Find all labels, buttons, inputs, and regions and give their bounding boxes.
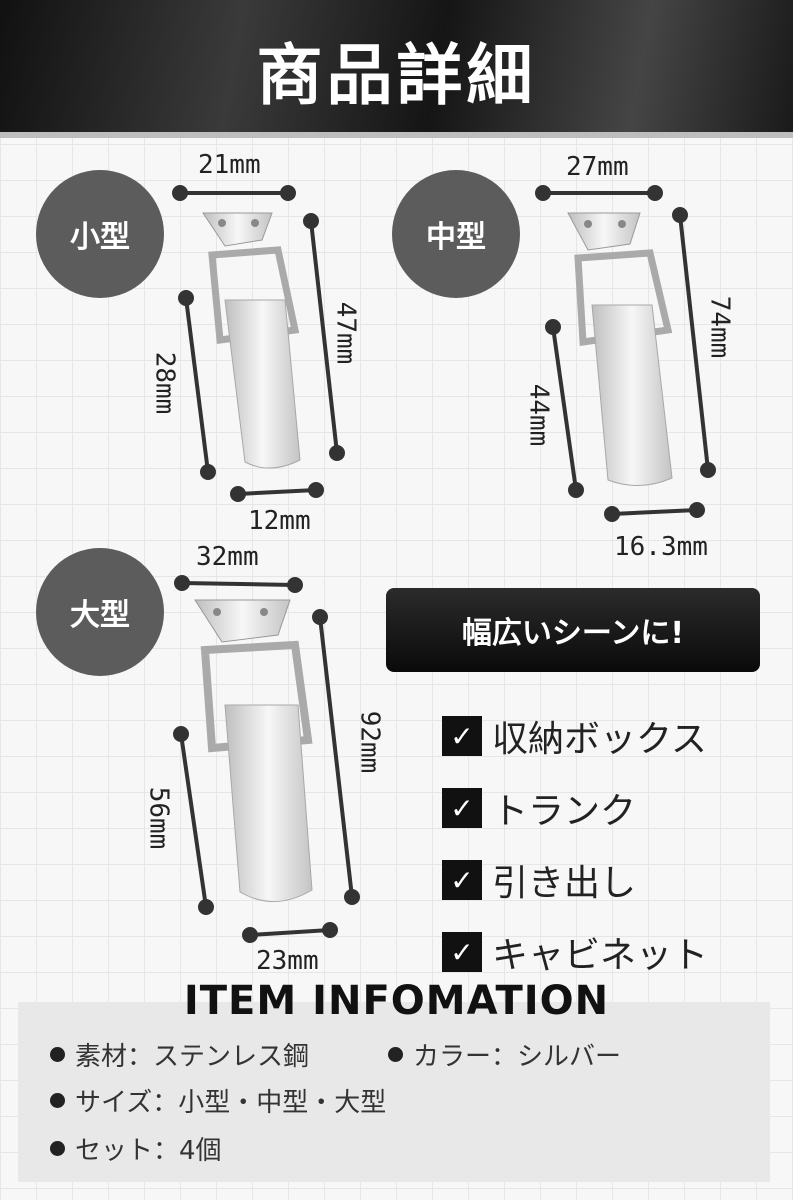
- scenes-banner: 幅広いシーンに!: [386, 588, 760, 672]
- bullet-icon: [50, 1141, 65, 1156]
- medium-height-body: 44mm: [523, 383, 554, 447]
- large-width-bottom: 23mm: [256, 946, 319, 976]
- usage-item: ✓ トランク: [442, 772, 708, 844]
- bullet-icon: [50, 1093, 65, 1108]
- bullet-icon: [388, 1047, 403, 1062]
- medium-height-total: 74mm: [704, 295, 735, 359]
- info-material: 素材：ステンレス鋼: [50, 1036, 309, 1073]
- usage-label: トランク: [492, 791, 637, 832]
- small-latch-image: [202, 212, 301, 469]
- medium-latch-image: [567, 212, 673, 487]
- info-size: サイズ：小型・中型・大型: [50, 1082, 386, 1119]
- info-color-text: カラー：シルバー: [413, 1042, 622, 1072]
- small-height-body: 28mm: [149, 351, 180, 415]
- small-width-top: 21mm: [198, 150, 261, 180]
- usage-label: 引き出し: [492, 863, 637, 904]
- small-height-total: 47mm: [330, 301, 361, 365]
- medium-width-top: 27mm: [566, 152, 629, 182]
- checkmark-icon: ✓: [442, 716, 482, 756]
- large-width-top: 32mm: [196, 542, 259, 572]
- medium-dimension-lines: [535, 185, 716, 522]
- checkmark-icon: ✓: [442, 860, 482, 900]
- checkmark-icon: ✓: [442, 932, 482, 972]
- info-color: カラー：シルバー: [388, 1036, 621, 1073]
- page-title: 商品詳細: [256, 37, 537, 114]
- large-latch-image: [194, 599, 313, 902]
- size-badge-medium: 中型: [392, 170, 520, 298]
- small-dimension-lines: [172, 185, 345, 502]
- latch-illustrations: [172, 185, 716, 943]
- usage-list: ✓ 収納ボックス ✓ トランク ✓ 引き出し ✓ キャビネット: [442, 700, 708, 988]
- checkmark-icon: ✓: [442, 788, 482, 828]
- usage-item: ✓ キャビネット: [442, 916, 708, 988]
- info-material-text: 素材：ステンレス鋼: [75, 1042, 310, 1072]
- small-width-bottom: 12mm: [248, 506, 311, 536]
- large-height-total: 92mm: [354, 710, 385, 774]
- item-info-title: ITEM INFOMATION: [183, 978, 610, 1024]
- large-height-body: 56mm: [143, 786, 174, 850]
- size-badge-large: 大型: [36, 548, 164, 676]
- header-banner: 商品詳細: [0, 0, 793, 132]
- bullet-icon: [50, 1047, 65, 1062]
- info-size-text: サイズ：小型・中型・大型: [75, 1088, 387, 1118]
- usage-item: ✓ 収納ボックス: [442, 700, 708, 772]
- size-badge-small: 小型: [36, 170, 164, 298]
- large-dimension-lines: [173, 575, 360, 943]
- medium-width-bottom: 16.3mm: [614, 532, 708, 562]
- usage-label: キャビネット: [492, 935, 709, 976]
- header-divider: [0, 132, 793, 138]
- info-set-text: セット：4個: [75, 1136, 222, 1166]
- item-info-box: 素材：ステンレス鋼 カラー：シルバー サイズ：小型・中型・大型 セット：4個: [18, 1002, 770, 1182]
- usage-item: ✓ 引き出し: [442, 844, 708, 916]
- usage-label: 収納ボックス: [492, 719, 707, 760]
- info-set: セット：4個: [50, 1130, 222, 1167]
